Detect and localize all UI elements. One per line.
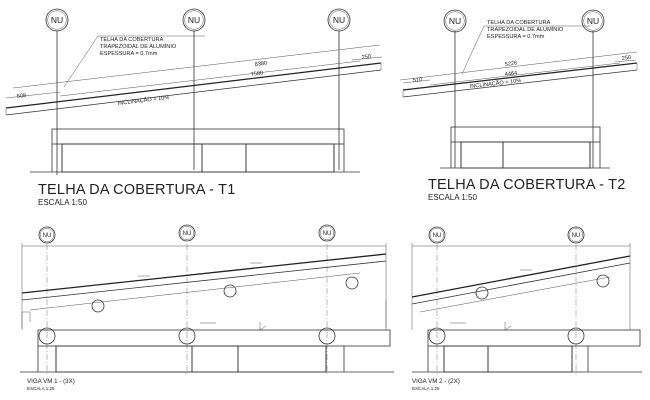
grid-marker-label: NU — [51, 15, 63, 25]
wall-elevation — [412, 329, 642, 373]
roof-note-line: ESPESSURA = 0.7mm — [487, 34, 545, 40]
drawing-t2: NU NU 5226 4464 510 250 INCLINAÇÃO = 10%… — [399, 9, 638, 202]
grid-marker-label: NU — [572, 233, 581, 239]
drawing-vm2: NU NU VIGA VM 2 - (2X) ESCALA 1:2 — [411, 226, 642, 391]
dimension-label: 508 — [17, 93, 27, 100]
grid-marker-label: NU — [333, 15, 345, 25]
roof-note-line: TELHA DA COBERTURA — [100, 37, 164, 43]
grid-marker-label: NU — [323, 231, 332, 237]
drawing-title: VIGA VM 1 - (3X) — [27, 378, 75, 385]
grid-marker-label: NU — [449, 16, 461, 26]
dimension-label: 4464 — [505, 71, 518, 78]
drawing-scale: ESCALA 1:50 — [38, 198, 87, 207]
roof-note-line: TELHA DA COBERTURA — [487, 20, 551, 26]
grid-marker-label: NU — [188, 15, 200, 25]
slope-label: INCLINAÇÃO = 10% — [117, 94, 169, 107]
grid-marker-label: NU — [43, 233, 52, 239]
grid-marker-label: NU — [183, 231, 192, 237]
wall-elevation — [440, 126, 610, 169]
dimension-label: 250 — [362, 54, 372, 61]
dimension-label: 7580 — [251, 71, 264, 78]
roof-note-line: ESPESSURA = 0.7mm — [100, 51, 158, 57]
dimension-label: 510 — [413, 77, 423, 84]
drawing-vm1: NU NU NU — [20, 224, 394, 391]
grid-marker-icon: NU — [327, 8, 351, 32]
drawing-scale: ESCALA 1:50 — [428, 193, 477, 202]
grid-marker-icon: NU — [567, 226, 585, 244]
roof-note-line: TRAPEZOIDAL DE ALUMÍNIO — [487, 26, 564, 33]
grid-marker-icon: NU — [581, 9, 605, 33]
roof-sheet — [402, 62, 638, 98]
drawing-title: TELHA DA COBERTURA - T2 — [428, 177, 625, 193]
grid-marker-icon: NU — [428, 226, 446, 244]
grid-marker-icon: NU — [45, 8, 69, 32]
drawing-scale: ESCALA 1:25 — [412, 386, 440, 391]
wall-elevation — [20, 329, 394, 373]
roof-sheet — [5, 62, 382, 116]
wall-elevation — [30, 128, 360, 173]
drawing-title: TELHA DA COBERTURA - T1 — [38, 182, 235, 198]
grid-marker-icon: NU — [182, 8, 206, 32]
grid-marker-icon: NU — [38, 226, 56, 244]
roof-note-line: TRAPEZOIDAL DE ALUMÍNIO — [100, 43, 177, 50]
drawing-t1: NU NU NU 8380 7580 508 250 INCLINAÇÃO = … — [5, 8, 383, 207]
grid-marker-icon: NU — [318, 224, 336, 242]
grid-marker-icon: NU — [443, 9, 467, 33]
grid-marker-label: NU — [433, 233, 442, 239]
drawing-scale: ESCALA 1:25 — [27, 386, 55, 391]
grid-marker-label: NU — [587, 16, 599, 26]
dimension-label: 5226 — [505, 61, 518, 68]
drawing-title: VIGA VM 2 - (2X) — [412, 378, 460, 385]
dimension-label: 250 — [622, 55, 632, 62]
dimension-label: 8380 — [255, 61, 268, 68]
grid-marker-icon: NU — [178, 224, 196, 242]
